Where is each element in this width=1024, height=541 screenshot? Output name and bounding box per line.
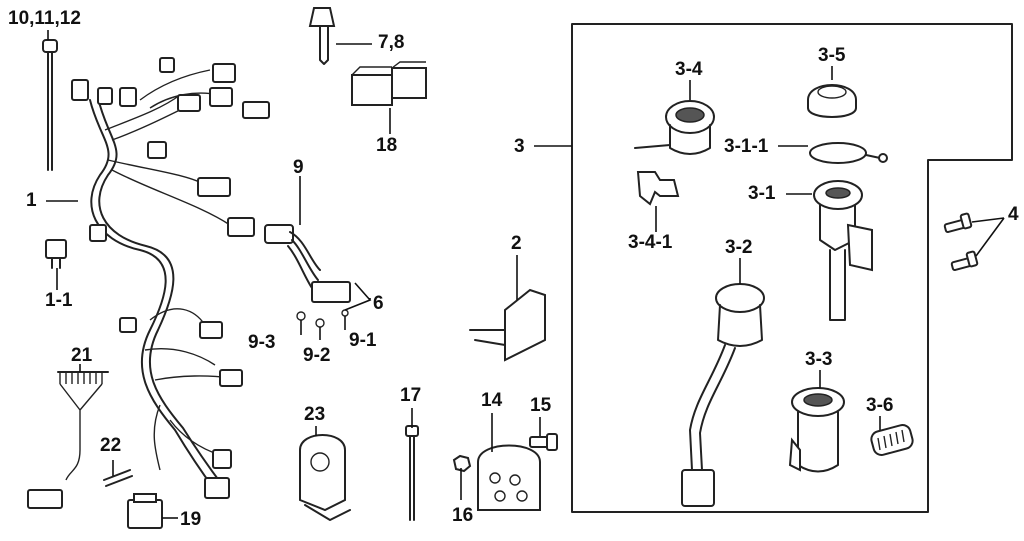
label-10-11-12: 10,11,12 xyxy=(8,8,81,29)
label-1: 1 xyxy=(26,190,37,211)
label-18: 18 xyxy=(376,135,398,156)
label-9-2: 9-2 xyxy=(303,345,331,366)
label-3-2: 3-2 xyxy=(725,237,753,258)
label-4: 4 xyxy=(1008,204,1019,225)
connector-19 xyxy=(127,493,163,529)
leader-lines xyxy=(46,30,1005,519)
bracket-2 xyxy=(469,288,546,362)
label-22: 22 xyxy=(100,435,122,456)
cap-3-5 xyxy=(807,84,857,118)
label-15: 15 xyxy=(530,395,552,416)
label-9-1: 9-1 xyxy=(349,330,377,351)
nut-16 xyxy=(452,454,472,473)
lock-3-3 xyxy=(788,387,845,473)
switch-harness-3-2 xyxy=(681,283,765,507)
label-7-8: 7,8 xyxy=(378,32,405,53)
label-14: 14 xyxy=(481,390,503,411)
label-16: 16 xyxy=(452,505,474,526)
label-17: 17 xyxy=(400,385,422,406)
label-23: 23 xyxy=(304,404,326,425)
lock-3-4 xyxy=(634,100,715,155)
label-3-1: 3-1 xyxy=(748,183,776,204)
connector-assy-21 xyxy=(27,371,109,509)
part-3-group-outline xyxy=(571,23,1013,513)
bolt-15 xyxy=(529,433,558,451)
label-19: 19 xyxy=(180,509,202,530)
bracket-23 xyxy=(299,434,351,521)
cable-tie-17 xyxy=(405,425,419,521)
cable-tie-10-11-12 xyxy=(42,39,58,171)
clip-3-4-1 xyxy=(636,171,680,206)
key-7-8 xyxy=(308,7,336,65)
main-wire-harness xyxy=(71,57,270,499)
label-3-4: 3-4 xyxy=(675,59,703,80)
relay-1-1 xyxy=(45,239,67,269)
label-3-1-1: 3-1-1 xyxy=(724,136,769,157)
label-3-5: 3-5 xyxy=(818,45,846,66)
label-3: 3 xyxy=(514,136,525,157)
label-3-4-1: 3-4-1 xyxy=(628,232,673,253)
label-21: 21 xyxy=(71,345,93,366)
cylinder-3-1 xyxy=(813,180,873,321)
label-1-1: 1-1 xyxy=(45,290,73,311)
sub-harness-9 xyxy=(264,224,351,328)
spring-3-6 xyxy=(870,424,914,456)
label-9-3: 9-3 xyxy=(248,332,276,353)
label-3-3: 3-3 xyxy=(805,349,833,370)
label-9: 9 xyxy=(293,157,304,178)
module-18 xyxy=(351,61,427,106)
lock-base-14 xyxy=(477,444,541,511)
gasket-3-1-1 xyxy=(809,142,888,164)
pin-22 xyxy=(103,469,133,487)
label-2: 2 xyxy=(511,233,522,254)
label-6: 6 xyxy=(373,293,384,314)
bolts-4 xyxy=(943,212,979,272)
label-3-6: 3-6 xyxy=(866,395,894,416)
